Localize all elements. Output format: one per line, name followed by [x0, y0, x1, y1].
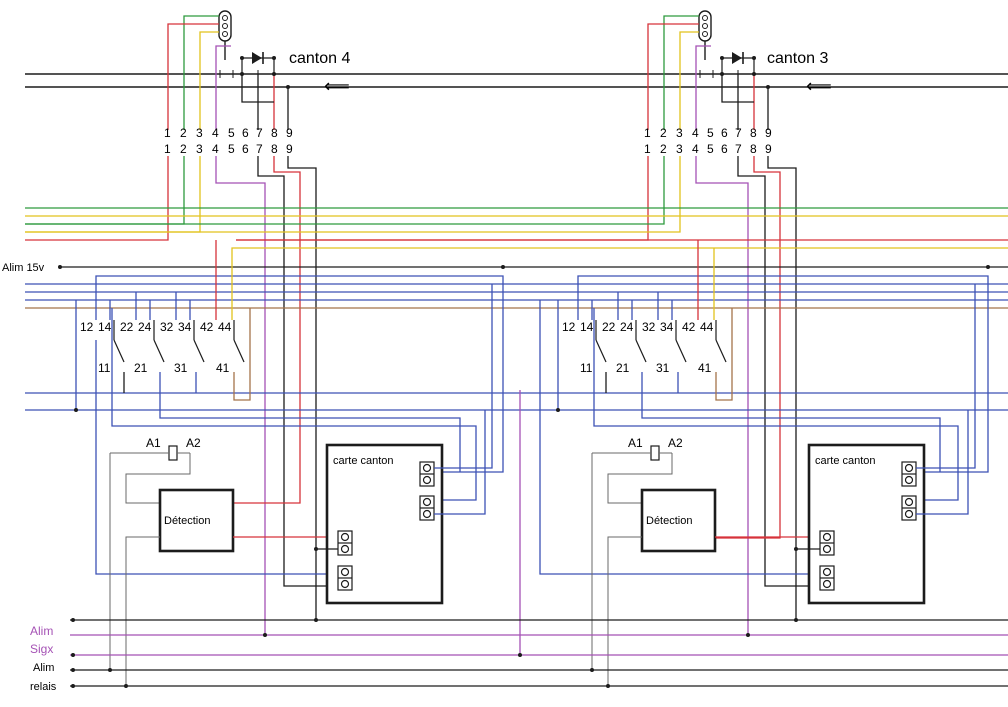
- relay-contact-32: 32: [642, 320, 656, 334]
- terminal-top-9: 9: [765, 126, 772, 140]
- card-module: carte canton: [794, 284, 976, 605]
- relay-contact-22: 22: [602, 320, 616, 334]
- terminal-block: 1 2 3 4 5 6 7 8 9 1 2 3 4 5 6 7 8 9: [644, 126, 772, 156]
- relay-common-11: 11: [580, 361, 593, 375]
- diode-icon: [219, 52, 276, 78]
- terminal-top-8: 8: [750, 126, 757, 140]
- relay-block-right: 12 14 22 24 32 34 42 44 11 21 31 41: [519, 240, 989, 686]
- relay-common-41: 41: [216, 361, 230, 375]
- relay-contact-24: 24: [138, 320, 152, 334]
- terminal-top-3: 3: [676, 126, 683, 140]
- terminal-top-1: 1: [164, 126, 171, 140]
- relay-contact-34: 34: [660, 320, 674, 334]
- relay-block-left: 12 14 22 24 32 34 42 44 11 21 31 41: [74, 240, 1008, 686]
- bus-label-alim: Alim: [30, 624, 53, 638]
- relay-common-11: 11: [98, 361, 111, 375]
- bus-label-alim-relais-2: relais: [30, 681, 57, 693]
- terminal-top-5: 5: [707, 126, 714, 140]
- direction-arrow-icon: ⟸: [324, 76, 350, 96]
- detection-label: Détection: [646, 515, 692, 527]
- relay-contact-32: 32: [160, 320, 174, 334]
- relay-contact-14: 14: [98, 320, 112, 334]
- coil-a1: A1: [146, 436, 161, 450]
- canton-label: canton 3: [767, 50, 828, 67]
- terminal-top-4: 4: [212, 126, 219, 140]
- relay-contact-12: 12: [562, 320, 576, 334]
- terminal-bottom-7: 7: [256, 142, 263, 156]
- terminal-top-7: 7: [735, 126, 742, 140]
- terminal-bottom-1: 1: [164, 142, 171, 156]
- signal-icon: [218, 10, 232, 60]
- canton-label: canton 4: [289, 50, 350, 67]
- relay-contact-42: 42: [682, 320, 696, 334]
- terminal-top-3: 3: [196, 126, 203, 140]
- terminal-top-6: 6: [721, 126, 728, 140]
- relay-contact-42: 42: [200, 320, 214, 334]
- relay-common-21: 21: [616, 361, 630, 375]
- terminal-top-1: 1: [644, 126, 651, 140]
- section-canton-3: canton 3 ⟸ 1 2 3 4 5 6 7 8 9 1 2 3 4 5 6: [25, 10, 832, 635]
- relay-contact-44: 44: [218, 320, 232, 334]
- card-connector-icon: [819, 461, 917, 591]
- terminal-bottom-1: 1: [644, 142, 651, 156]
- supply-label: Alim 15v: [2, 262, 45, 274]
- terminal-bottom-6: 6: [721, 142, 728, 156]
- terminal-top-5: 5: [228, 126, 235, 140]
- relay-contact-34: 34: [178, 320, 192, 334]
- diode-icon: [699, 52, 756, 78]
- relay-coil-icon: A1 A2: [591, 436, 683, 670]
- card-module: carte canton: [314, 284, 493, 605]
- terminal-top-6: 6: [242, 126, 249, 140]
- terminal-bottom-9: 9: [286, 142, 293, 156]
- bus-label-sigx: Sigx: [30, 642, 53, 656]
- bus-label-alim-relais-1: Alim: [33, 662, 54, 674]
- terminal-bottom-5: 5: [228, 142, 235, 156]
- detection-module: Détection: [125, 488, 333, 686]
- relay-contact-14: 14: [580, 320, 594, 334]
- relay-common-41: 41: [698, 361, 712, 375]
- relay-common-31: 31: [656, 361, 670, 375]
- coil-a2: A2: [186, 436, 201, 450]
- terminal-bottom-9: 9: [765, 142, 772, 156]
- terminal-top-4: 4: [692, 126, 699, 140]
- terminal-bottom-4: 4: [692, 142, 699, 156]
- terminal-bottom-8: 8: [271, 142, 278, 156]
- terminal-top-9: 9: [286, 126, 293, 140]
- card-connector-icon: [337, 461, 435, 591]
- relay-common-31: 31: [174, 361, 188, 375]
- relay-contact-12: 12: [80, 320, 94, 334]
- terminal-bottom-6: 6: [242, 142, 249, 156]
- terminal-bottom-2: 2: [660, 142, 667, 156]
- terminal-bottom-3: 3: [196, 142, 203, 156]
- terminal-bottom-5: 5: [707, 142, 714, 156]
- relay-contact-24: 24: [620, 320, 634, 334]
- terminal-top-2: 2: [180, 126, 187, 140]
- terminal-top-7: 7: [256, 126, 263, 140]
- coil-a2: A2: [668, 436, 683, 450]
- terminal-block: 1 2 3 4 5 6 7 8 9 1 2 3 4 5 6 7 8 9: [164, 126, 293, 156]
- signal-icon: [698, 10, 712, 60]
- detection-label: Détection: [164, 515, 210, 527]
- relay-coil-icon: A1 A2: [109, 436, 201, 670]
- terminal-bottom-3: 3: [676, 142, 683, 156]
- terminal-bottom-4: 4: [212, 142, 219, 156]
- terminal-bottom-2: 2: [180, 142, 187, 156]
- detection-module: Détection: [607, 488, 813, 686]
- card-label: carte canton: [815, 455, 876, 467]
- section-canton-4: canton 4 ⟸ 1 2 3 4 5 6 7 8 9 1 2 3 4 5: [25, 10, 350, 635]
- relay-contact-22: 22: [120, 320, 134, 334]
- coil-a1: A1: [628, 436, 643, 450]
- terminal-bottom-7: 7: [735, 142, 742, 156]
- relay-contact-44: 44: [700, 320, 714, 334]
- card-label: carte canton: [333, 455, 394, 467]
- track-rails: [25, 73, 1008, 88]
- terminal-top-2: 2: [660, 126, 667, 140]
- relay-common-21: 21: [134, 361, 148, 375]
- terminal-bottom-8: 8: [750, 142, 757, 156]
- direction-arrow-icon: ⟸: [806, 76, 832, 96]
- terminal-top-8: 8: [271, 126, 278, 140]
